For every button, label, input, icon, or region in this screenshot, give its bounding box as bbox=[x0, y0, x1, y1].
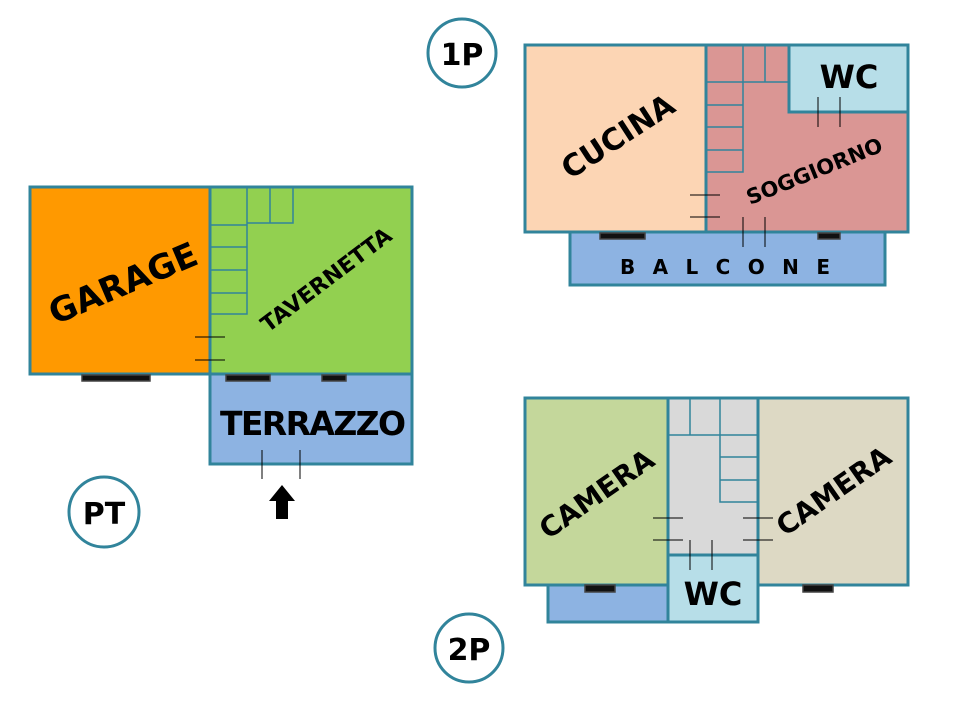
floor-label-1p: 1P bbox=[441, 38, 484, 73]
window bbox=[321, 374, 347, 382]
window bbox=[584, 584, 616, 593]
window bbox=[81, 374, 151, 382]
room-garage bbox=[28, 185, 212, 376]
floor-1p: CUCINA SOGGIORNO WC B A L C O N E 1P bbox=[426, 17, 910, 287]
label-terrazzo: TERRAZZO bbox=[220, 404, 406, 443]
room-camera-right bbox=[756, 396, 910, 587]
floor-pt: GARAGE TAVERNETTA TERRAZZO PT bbox=[28, 185, 414, 549]
stairs bbox=[668, 398, 758, 503]
floor-2p: CAMERA CAMERA WC 2P bbox=[433, 396, 910, 684]
room-camera-left bbox=[523, 396, 670, 587]
room-wc bbox=[787, 43, 910, 114]
label-wc: WC bbox=[820, 58, 879, 96]
room-wc bbox=[666, 553, 760, 624]
room-balcone bbox=[568, 230, 887, 287]
room-tavernetta bbox=[208, 185, 414, 376]
window bbox=[225, 374, 271, 382]
window bbox=[599, 232, 646, 240]
door bbox=[195, 336, 301, 479]
window bbox=[802, 584, 834, 593]
floor-label-pt: PT bbox=[83, 497, 126, 532]
stairs bbox=[706, 45, 789, 173]
door bbox=[690, 97, 841, 247]
label-balcone: B A L C O N E bbox=[620, 255, 830, 279]
arrow-up-icon bbox=[269, 485, 295, 519]
door bbox=[653, 517, 773, 570]
stairs bbox=[210, 187, 294, 315]
window bbox=[817, 232, 841, 240]
floor-label-2p: 2P bbox=[448, 633, 491, 668]
hallway bbox=[666, 396, 760, 557]
label-wc: WC bbox=[684, 575, 743, 613]
room-terrazzo bbox=[208, 372, 414, 466]
